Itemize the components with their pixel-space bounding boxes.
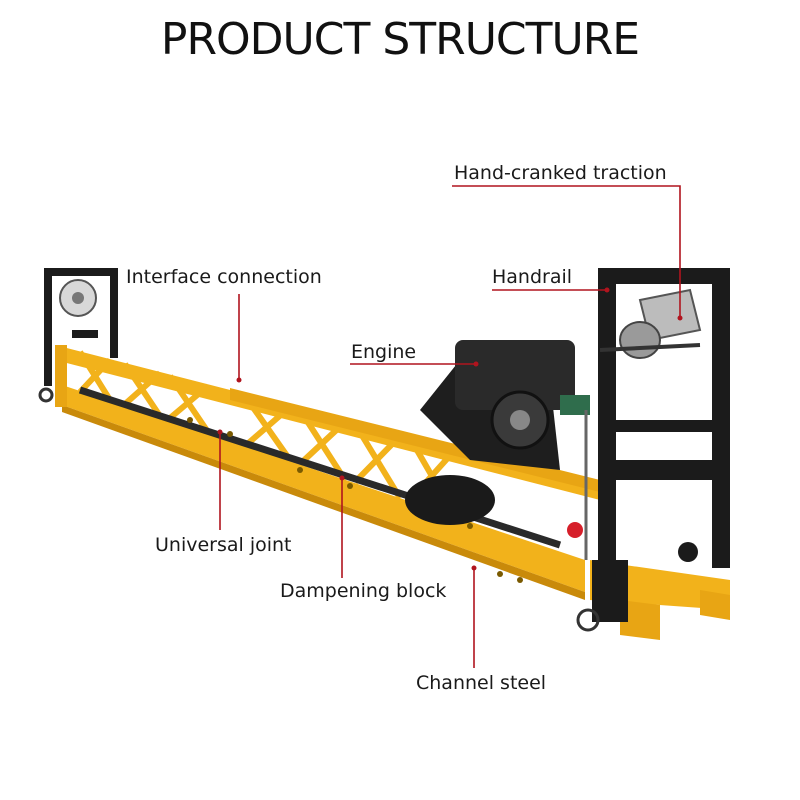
label-universal-joint: Universal joint — [155, 534, 292, 556]
leader-line-hand-cranked-traction — [452, 185, 681, 318]
engine — [405, 340, 590, 525]
leader-dots — [217, 287, 683, 571]
label-interface-connection: Interface connection — [126, 266, 322, 288]
label-dampening-block: Dampening block — [280, 580, 447, 602]
label-engine: Engine — [351, 341, 417, 363]
leader-lines — [219, 185, 681, 668]
page-title: PRODUCT STRUCTURE — [160, 14, 640, 65]
left-end-frame — [38, 268, 118, 403]
right-end-frame — [567, 268, 730, 640]
label-hand-cranked-traction: Hand-cranked traction — [454, 162, 667, 184]
truss-beam — [55, 345, 600, 600]
label-handrail: Handrail — [492, 266, 573, 288]
label-channel-steel: Channel steel — [416, 672, 547, 694]
